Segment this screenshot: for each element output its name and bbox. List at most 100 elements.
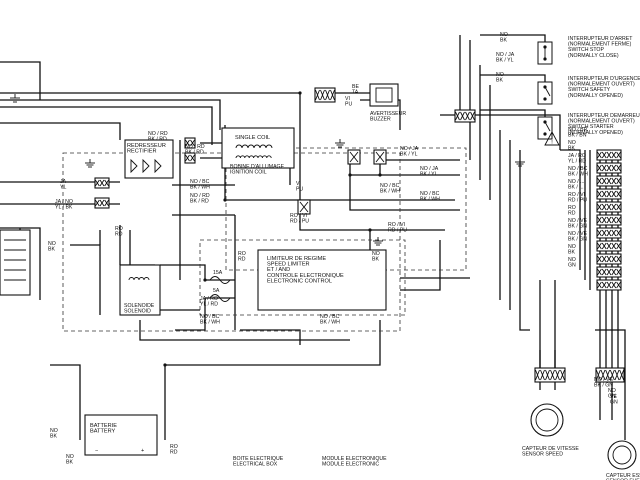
connector-body — [454, 109, 476, 123]
connector-pin — [185, 139, 190, 147]
connector-fuel-sensor — [595, 367, 625, 383]
connector-right-6 — [596, 214, 622, 226]
connector-pin — [104, 179, 110, 187]
switch-safety — [537, 81, 553, 105]
connector-pin — [616, 216, 621, 224]
warning-triangle-icon — [544, 131, 560, 146]
connector-pin — [606, 268, 612, 276]
label-battery-plus: + — [141, 448, 144, 454]
connector-pin — [606, 229, 612, 237]
stator-housing — [0, 229, 31, 296]
connector-pin — [104, 199, 110, 207]
wire — [139, 320, 350, 341]
speed-limiter-body — [257, 249, 387, 311]
connector-pin — [616, 164, 621, 172]
label-switch-stop: INTERRUPTEUR D'ARRET(NORMALEMENT FERME)S… — [568, 36, 633, 59]
connector-pin — [601, 164, 607, 172]
ground-symbol — [373, 237, 383, 246]
connector-pin — [611, 151, 617, 159]
connector-pin — [601, 151, 607, 159]
wire — [160, 264, 206, 280]
connector-pin — [535, 369, 540, 381]
components — [0, 41, 637, 470]
label-warning-symbol: ! — [551, 140, 553, 146]
buzzer-body — [369, 83, 399, 107]
fuel-sensor-body — [607, 440, 637, 470]
connector-pin — [597, 268, 602, 276]
fuse-5a — [209, 294, 231, 302]
connector-noja — [347, 149, 361, 165]
connector-right-8 — [596, 240, 622, 252]
switch-housing — [537, 116, 553, 140]
connector-right-5 — [596, 201, 622, 213]
wire — [440, 114, 561, 150]
connector-pin — [606, 216, 612, 224]
connector-pin — [614, 369, 620, 381]
connector-pin — [460, 111, 465, 121]
connector-pin — [606, 190, 612, 198]
wire — [0, 61, 41, 100]
connector-pin — [597, 216, 602, 224]
wire — [299, 215, 445, 231]
wire — [0, 106, 213, 145]
connector-pin — [606, 281, 612, 289]
connector-pin — [606, 203, 612, 211]
connector-pin — [99, 199, 105, 207]
connector-pin — [611, 281, 617, 289]
connector-body — [314, 87, 336, 103]
connector-pin — [619, 369, 625, 381]
wire — [560, 149, 581, 270]
buzzer-grille — [375, 87, 393, 103]
connector-pin — [616, 151, 621, 159]
ground-symbol — [335, 139, 345, 148]
ignition-coil-body — [221, 127, 295, 169]
connector-rectifier-jano — [94, 197, 110, 209]
rectifier-diodes — [130, 158, 162, 174]
connector-pin — [601, 177, 607, 185]
connector-pin — [597, 164, 602, 172]
wire — [595, 329, 626, 440]
connector-vi-pu — [297, 199, 311, 215]
connector-pin — [611, 255, 617, 263]
connector-pin — [315, 89, 320, 101]
connector-pin — [190, 154, 195, 162]
connector-body — [184, 152, 196, 164]
connector-pin — [606, 255, 612, 263]
label-single-coil: SINGLE COIL — [235, 135, 270, 141]
fuse-15a — [209, 276, 231, 284]
connector-pin — [616, 268, 621, 276]
rectifier-body — [124, 139, 174, 179]
ground-symbol — [515, 158, 525, 167]
label-right-conn-5: NO / ...BK / ... — [568, 179, 584, 191]
connector-pin — [597, 190, 602, 198]
connector-pin — [550, 369, 555, 381]
ground-symbol — [85, 159, 95, 168]
speed-sensor-face — [535, 408, 559, 432]
connector-pin — [616, 229, 621, 237]
solenoid-coil — [128, 277, 150, 281]
connector-right-4 — [596, 188, 622, 200]
connector-pin — [99, 179, 105, 187]
wire — [349, 160, 381, 176]
connector-pin — [320, 89, 325, 101]
